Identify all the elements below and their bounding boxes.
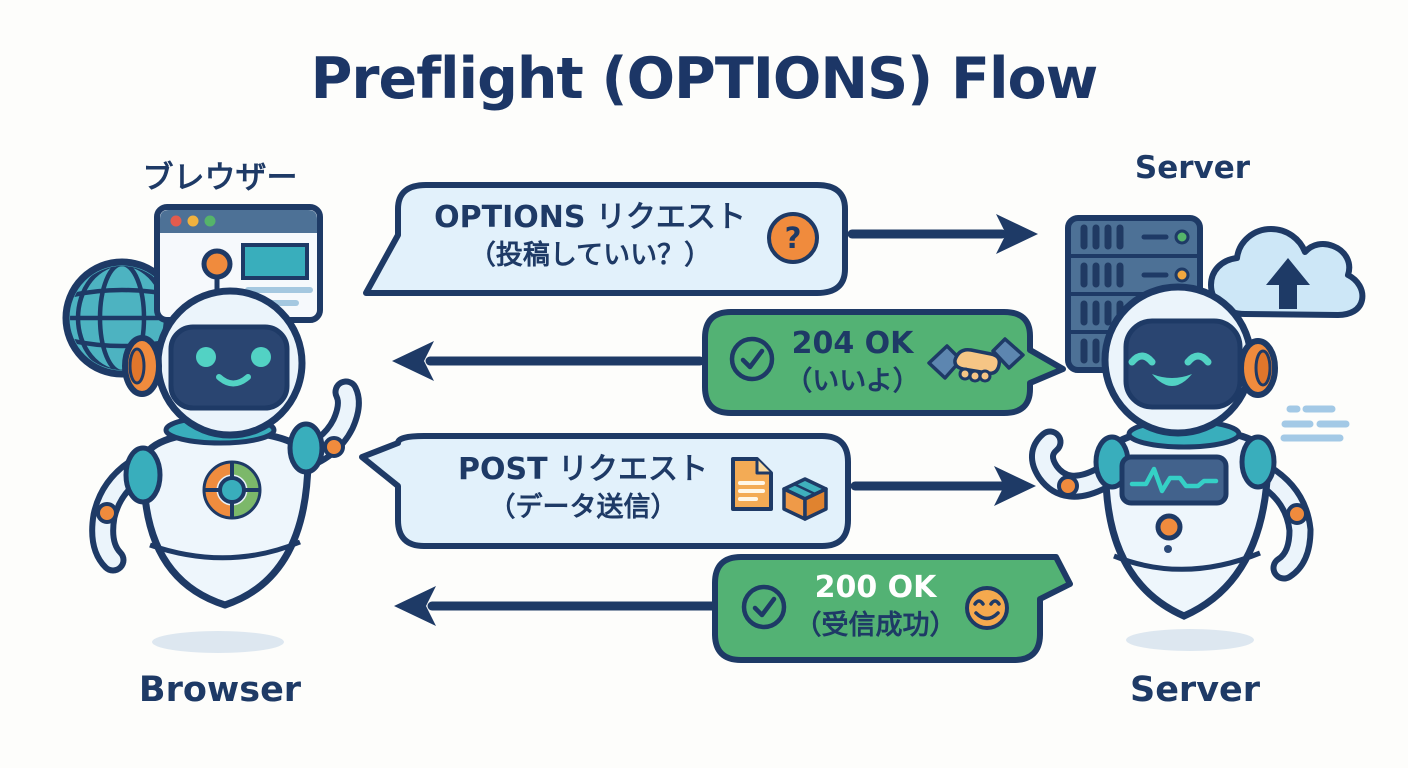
question-icon: ? [767,212,819,264]
server-top-label: Server [1134,150,1251,186]
response-200-text: 200 OK （受信成功） [793,568,958,643]
arrow-options-request [847,214,1038,254]
cloud-upload-icon [1208,226,1366,318]
response-200-line2: （受信成功） [794,609,957,641]
post-request-text: POST リクエスト （データ送信） [408,450,758,525]
speed-lines [1280,405,1350,442]
response-204-text: 204 OK （いいよ） [780,324,925,399]
smiley-icon [965,586,1009,630]
response-204-line2: （いいよ） [785,365,920,397]
document-icon [731,457,773,511]
check-icon [741,584,787,630]
server-robot [1029,283,1314,620]
options-request-text: OPTIONS リクエスト （投稿していい？） [405,198,775,273]
handshake-icon [927,337,1025,383]
speech-bubble-200-response [712,554,1073,663]
server-bottom-label: Server [1129,670,1261,710]
post-request-line1: POST リクエスト [457,452,708,487]
server-shadow [1126,629,1254,651]
arrow-200-response [394,586,717,626]
browser-top-label: ブレウザー [142,160,298,196]
speech-bubble-post-request [359,433,851,549]
browser-bottom-label: Browser [138,670,302,710]
page-title: Preflight (OPTIONS) Flow [310,46,1099,112]
arrow-post-request [850,466,1036,506]
package-icon [782,477,828,521]
response-204-line1: 204 OK [791,326,914,361]
browser-shadow [152,631,284,653]
arrow-204-response [392,341,705,381]
options-request-line1: OPTIONS リクエスト [434,200,746,235]
response-200-line1: 200 OK [814,570,937,605]
speech-bubble-options-request [363,182,848,296]
speech-bubble-204-response [702,309,1066,416]
server-illustration [1029,215,1366,651]
options-request-line2: （投稿していい？） [468,239,712,271]
check-icon [729,336,775,382]
browser-illustration [62,204,362,653]
post-request-line2: （データ送信） [488,491,678,523]
browser-robot [89,248,362,609]
